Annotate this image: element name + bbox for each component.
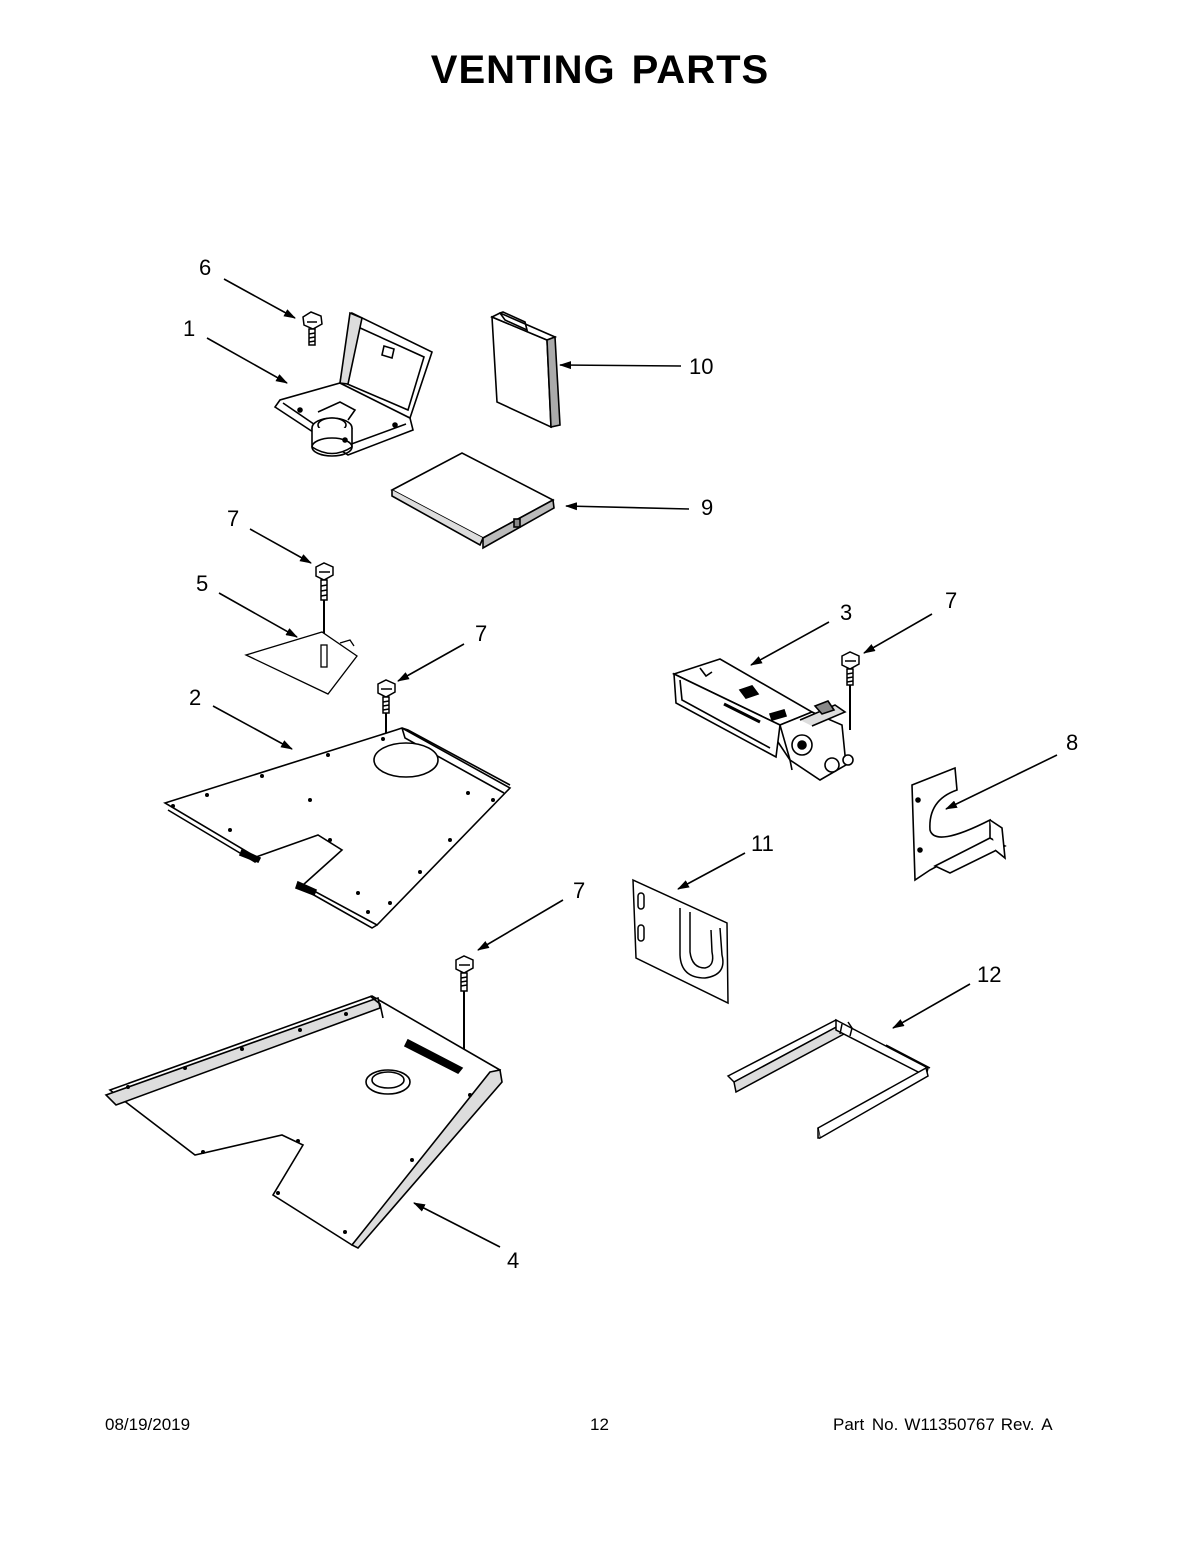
arrow-12 bbox=[892, 983, 971, 1029]
part-7-screw-c bbox=[841, 651, 860, 730]
callout-4: 4 bbox=[507, 1248, 519, 1273]
callout-7d: 7 bbox=[573, 878, 585, 903]
arrow-5 bbox=[218, 592, 298, 638]
arrow-7b bbox=[397, 643, 465, 682]
callout-7a: 7 bbox=[227, 506, 239, 531]
arrow-7c bbox=[863, 613, 933, 654]
part-12-frame bbox=[726, 1018, 931, 1140]
arrow-7d bbox=[477, 899, 564, 951]
footer-date: 08/19/2019 bbox=[105, 1415, 191, 1434]
arrow-11 bbox=[677, 852, 746, 890]
leader-arrows bbox=[206, 278, 1058, 1248]
part-3-motor-assembly bbox=[671, 658, 854, 781]
callout-11: 11 bbox=[751, 831, 774, 856]
part-4-plate bbox=[104, 995, 503, 1249]
title-word-1: VENTING bbox=[430, 48, 616, 92]
footer-revision: Rev. A bbox=[1000, 1415, 1053, 1434]
part-5-plate bbox=[244, 631, 358, 695]
arrow-9 bbox=[565, 502, 690, 511]
footer-part-number: W11350767 bbox=[904, 1415, 995, 1434]
page-title: VENTING PARTS bbox=[0, 48, 1200, 93]
callout-labels: 6 1 10 9 7 5 7 2 3 7 8 11 7 12 4 bbox=[183, 255, 1078, 1273]
callout-8: 8 bbox=[1066, 730, 1078, 755]
arrow-4 bbox=[413, 1202, 501, 1248]
callout-7b: 7 bbox=[475, 621, 487, 646]
arrow-8 bbox=[945, 754, 1058, 810]
callout-6: 6 bbox=[199, 255, 211, 280]
part-8-bracket bbox=[911, 766, 1007, 882]
arrow-10 bbox=[559, 361, 682, 370]
arrow-1 bbox=[206, 337, 288, 384]
part-1-vent-box bbox=[273, 311, 433, 457]
arrow-6 bbox=[223, 278, 296, 319]
callout-9: 9 bbox=[701, 495, 713, 520]
part-7-screw-d bbox=[455, 955, 474, 1100]
callout-5: 5 bbox=[196, 571, 208, 596]
part-2-plate bbox=[163, 727, 512, 929]
callout-10: 10 bbox=[689, 354, 713, 379]
arrow-2 bbox=[212, 705, 293, 750]
arrow-3 bbox=[750, 621, 830, 666]
title-word-2: PARTS bbox=[631, 48, 770, 92]
part-6-screw bbox=[302, 311, 323, 346]
arrow-7a bbox=[249, 528, 312, 564]
footer-part-info: Part No. W11350767 Rev. A bbox=[833, 1415, 1059, 1435]
callout-12: 12 bbox=[977, 962, 1001, 987]
part-11-shield bbox=[632, 878, 729, 1005]
callout-7c: 7 bbox=[945, 588, 957, 613]
callout-1: 1 bbox=[183, 316, 195, 341]
callout-2: 2 bbox=[189, 685, 201, 710]
part-10-filter bbox=[490, 311, 561, 429]
part-9-tray bbox=[390, 452, 555, 550]
footer-part-prefix: Part No. bbox=[833, 1415, 899, 1434]
footer-page-number: 12 bbox=[590, 1415, 609, 1434]
callout-3: 3 bbox=[840, 600, 852, 625]
